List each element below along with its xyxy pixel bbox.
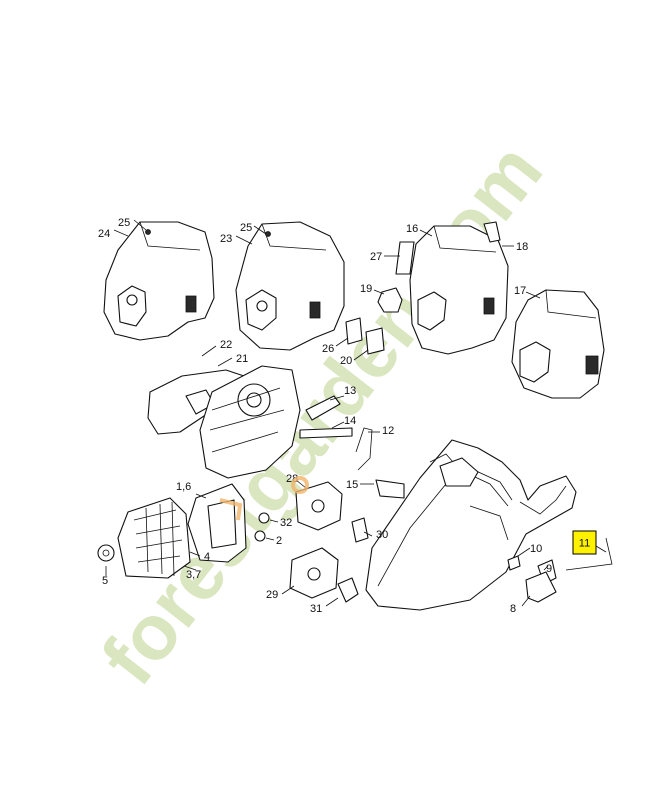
callout-27: 27: [370, 251, 382, 263]
callout-4: 4: [204, 551, 210, 563]
callout-10: 10: [530, 543, 542, 555]
callout-20: 20: [340, 355, 352, 367]
part-30: [351, 517, 369, 543]
callout-18: 18: [516, 241, 528, 253]
callout-26: 26: [322, 343, 334, 355]
callout-2: 2: [276, 535, 282, 547]
callouts: 25 24 25 23 16 18 27 17 19 26 20 22 21 1…: [98, 217, 552, 615]
main-housing: [365, 439, 577, 611]
callout-30: 30: [376, 529, 388, 541]
part-16-cover: [395, 225, 509, 355]
callout-16: 16: [406, 223, 418, 235]
part-10: [507, 555, 521, 571]
part-31: [337, 577, 359, 603]
callout-14: 14: [344, 415, 356, 427]
callout-3-7: 3,7: [186, 569, 201, 581]
callout-25b: 25: [240, 222, 252, 234]
part-32: [258, 512, 270, 524]
part-24-cover: [103, 221, 215, 341]
highlight-11: 11: [572, 530, 597, 555]
callout-1-6: 1,6: [176, 481, 191, 493]
callout-17: 17: [514, 285, 526, 297]
part-15: [375, 479, 405, 499]
part-29-carburetor: [289, 547, 339, 599]
callout-9: 9: [546, 563, 552, 575]
part-20: [365, 327, 385, 355]
callout-8: 8: [510, 603, 516, 615]
callout-15: 15: [346, 479, 358, 491]
callout-13: 13: [344, 385, 356, 397]
part-28-carburetor: [295, 481, 343, 531]
part-4-filter: [117, 497, 191, 579]
callout-24: 24: [98, 228, 110, 240]
callout-31: 31: [310, 603, 322, 615]
part-11-rod: [565, 537, 613, 571]
carburetor-box: [199, 365, 301, 479]
watermark-accent: [219, 476, 309, 521]
part-8: [525, 571, 557, 603]
leader-lines: [105, 219, 607, 607]
callout-5: 5: [102, 575, 108, 587]
callout-23: 23: [220, 233, 232, 245]
callout-25a: 25: [118, 217, 130, 229]
part-2: [254, 530, 266, 542]
callout-22: 22: [220, 339, 232, 351]
callout-32: 32: [280, 517, 292, 529]
part-13-14-linkage: [299, 395, 373, 471]
callout-21: 21: [236, 353, 248, 365]
part-17-cover: [511, 289, 605, 399]
callout-29: 29: [266, 589, 278, 601]
part-18-bracket: [483, 221, 501, 243]
highlight-11-label: 11: [579, 538, 590, 550]
part-23-cover: [235, 221, 345, 351]
callout-19: 19: [360, 283, 372, 295]
part-5-knob: [97, 544, 115, 562]
part-26: [345, 317, 363, 345]
callout-12: 12: [382, 425, 394, 437]
part-1-6-filter-housing: [187, 483, 247, 563]
